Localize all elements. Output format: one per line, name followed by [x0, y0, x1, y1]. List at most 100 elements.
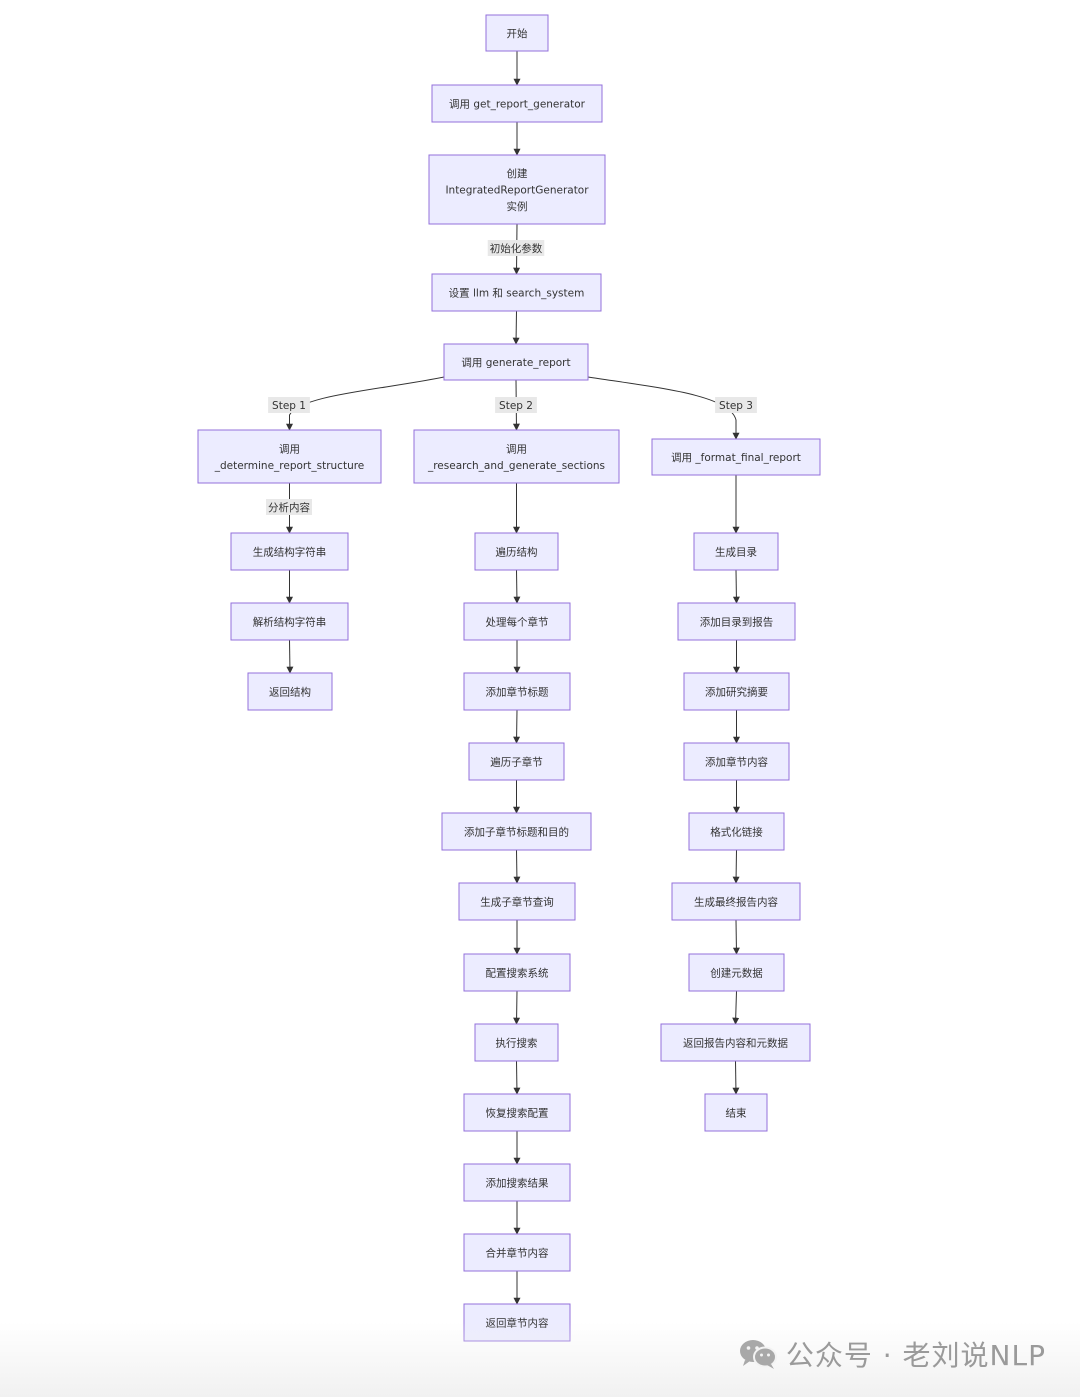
edge-label-text: 分析内容: [268, 501, 310, 514]
node-box: [683, 672, 790, 711]
node-box: [683, 742, 790, 781]
edge-l2-to-l3: [286, 639, 294, 674]
node-r6: 生成最终报告内容: [671, 882, 801, 921]
node-m8: 执行搜索: [474, 1023, 559, 1062]
node-box: [463, 602, 571, 641]
node-m6: 生成子章节查询: [458, 882, 576, 921]
wechat-icon: [738, 1338, 778, 1370]
node-box: [677, 602, 796, 641]
node-box: [463, 1093, 571, 1132]
edge-call-gen-to-call-determine: [286, 376, 445, 431]
edge-label-bg: [487, 240, 545, 256]
node-box: [468, 742, 565, 781]
node-m1: 遍历结构: [474, 532, 559, 571]
edge-label-text: Step 1: [272, 400, 306, 412]
node-label: 添加搜索结果: [486, 1177, 549, 1190]
node-box: [485, 14, 549, 52]
node-call-research: 调用 _research_and_generate_sections: [413, 429, 620, 484]
edge-label: 分析内容: [266, 499, 312, 515]
node-label: 添加章节标题: [486, 686, 549, 699]
node-label: 调用 get_report_generator: [449, 99, 586, 111]
node-label: 调用 generate_report: [461, 357, 570, 369]
node-box: [428, 154, 606, 225]
node-r1: 生成目录: [693, 532, 779, 571]
node-r2: 添加目录到报告: [677, 602, 796, 641]
node-label: 添加子章节标题和目的: [464, 826, 569, 839]
node-r7: 创建元数据: [688, 953, 785, 992]
node-box: [463, 953, 571, 992]
node-label: 执行搜索: [496, 1037, 538, 1050]
node-label: 结束: [726, 1107, 747, 1120]
node-box: [704, 1093, 768, 1132]
edge-m3-to-m4: [513, 709, 521, 744]
node-m3: 添加章节标题: [463, 672, 571, 711]
edge-r5-to-r6: [732, 849, 740, 884]
node-box: [230, 602, 349, 641]
node-r9: 结束: [704, 1093, 768, 1132]
node-label: 生成子章节查询: [480, 896, 554, 909]
node-m11: 合并章节内容: [463, 1233, 571, 1272]
edge-label: Step 1: [268, 397, 310, 413]
node-box: [671, 882, 801, 921]
watermark-text: 公众号 · 老刘说NLP: [785, 1339, 1046, 1372]
node-call-gen: 调用 generate_report: [443, 343, 589, 381]
node-r8: 返回报告内容和元数据: [660, 1023, 811, 1062]
edge-label-text: 初始化参数: [490, 242, 543, 255]
node-label: 配置搜索系统: [486, 967, 549, 980]
node-label: 遍历结构: [496, 546, 538, 559]
node-label: 遍历子章节: [490, 756, 543, 769]
edge-set-llm-to-call-gen: [512, 310, 520, 345]
node-box: [463, 1163, 571, 1202]
node-box: [230, 532, 349, 571]
node-label: 添加研究摘要: [705, 686, 768, 699]
edge-r7-to-r8: [732, 990, 740, 1025]
node-label: 实例: [507, 200, 528, 213]
node-label: 调用: [506, 443, 527, 455]
edge-m5-to-m6: [513, 849, 521, 884]
node-l3: 返回结构: [247, 672, 333, 711]
edge-label: Step 2: [495, 397, 537, 413]
edge-r1-to-r2: [732, 569, 740, 604]
edge-label-bg: [268, 397, 310, 413]
node-l1: 生成结构字符串: [230, 532, 349, 571]
edge-m8-to-m9: [513, 1060, 521, 1095]
node-box: [463, 672, 571, 711]
node-box: [688, 953, 785, 992]
node-label: 格式化链接: [710, 826, 763, 839]
node-box: [688, 812, 785, 851]
node-start: 开始: [485, 14, 549, 52]
node-box: [431, 273, 602, 312]
node-m10: 添加搜索结果: [463, 1163, 571, 1202]
node-label: _research_and_generate_sections: [427, 460, 605, 472]
edge-call-gen-to-call-format: [587, 376, 740, 440]
node-label: 创建: [507, 167, 528, 180]
node-label: _determine_report_structure: [214, 460, 365, 472]
node-call-get: 调用 get_report_generator: [431, 84, 603, 123]
node-label: 添加目录到报告: [700, 616, 774, 629]
node-create: 创建 IntegratedReportGenerator 实例: [428, 154, 606, 225]
node-label: IntegratedReportGenerator: [445, 185, 589, 197]
node-box: [660, 1023, 811, 1062]
node-label: 处理每个章节: [486, 616, 549, 629]
edge-label-text: Step 3: [719, 400, 753, 412]
node-box: [693, 532, 779, 571]
node-box: [413, 429, 620, 484]
node-label: 调用: [279, 443, 300, 455]
node-r4: 添加章节内容: [683, 742, 790, 781]
node-set-llm: 设置 llm 和 search_system: [431, 273, 602, 312]
node-m2: 处理每个章节: [463, 602, 571, 641]
edge-label: 初始化参数: [487, 240, 545, 256]
node-box: [458, 882, 576, 921]
node-label: 调用 _format_final_report: [671, 452, 801, 464]
edge-r6-to-r7: [732, 919, 740, 955]
edge-label-bg: [715, 397, 757, 413]
node-label: 创建元数据: [710, 967, 763, 980]
node-m7: 配置搜索系统: [463, 953, 571, 992]
node-r5: 格式化链接: [688, 812, 785, 851]
node-m9: 恢复搜索配置: [463, 1093, 571, 1132]
node-m4: 遍历子章节: [468, 742, 565, 781]
node-call-format: 调用 _format_final_report: [651, 438, 821, 476]
node-label: 解析结构字符串: [253, 616, 327, 629]
node-box: [651, 438, 821, 476]
watermark: 公众号 · 老刘说NLP: [738, 1336, 1046, 1372]
